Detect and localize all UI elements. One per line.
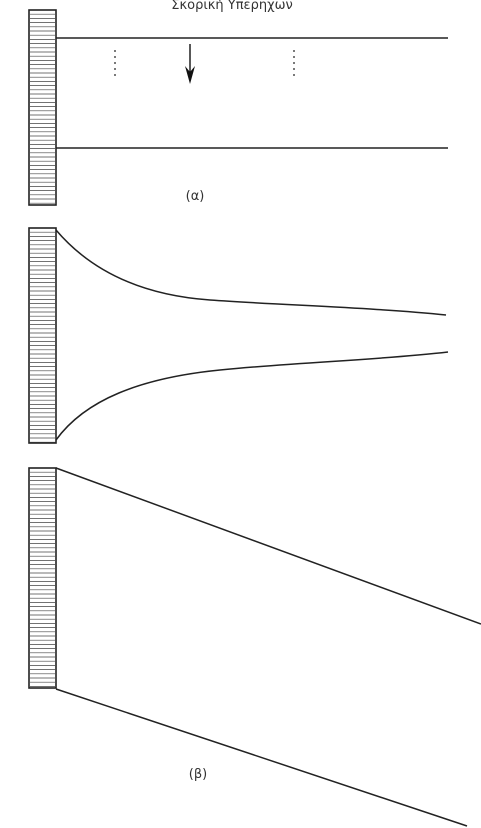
transducer-a (28, 9, 57, 206)
panel-b: (β) (28, 467, 481, 827)
transducer-b (28, 467, 57, 689)
beam-b-top-edge (55, 467, 481, 625)
panel-a: Σκορική Υπερηχων (α) (28, 0, 448, 206)
beam-b-bottom-edge (55, 688, 468, 827)
transducer-b-hatching (30, 471, 55, 687)
panel-a-label: (α) (186, 189, 205, 204)
transducer-focused-hatching (30, 231, 55, 443)
transducer-a-hatching (30, 13, 55, 204)
panel-b-label: (β) (189, 767, 207, 782)
transducer-focused (28, 227, 57, 444)
panel-focused (28, 227, 449, 444)
panel-a-top-caption: Σκορική Υπερηχων (171, 0, 292, 13)
arrow-down-icon (185, 44, 195, 84)
beam-focused-top-edge (55, 229, 447, 316)
beam-focused-bottom-edge (55, 351, 449, 441)
